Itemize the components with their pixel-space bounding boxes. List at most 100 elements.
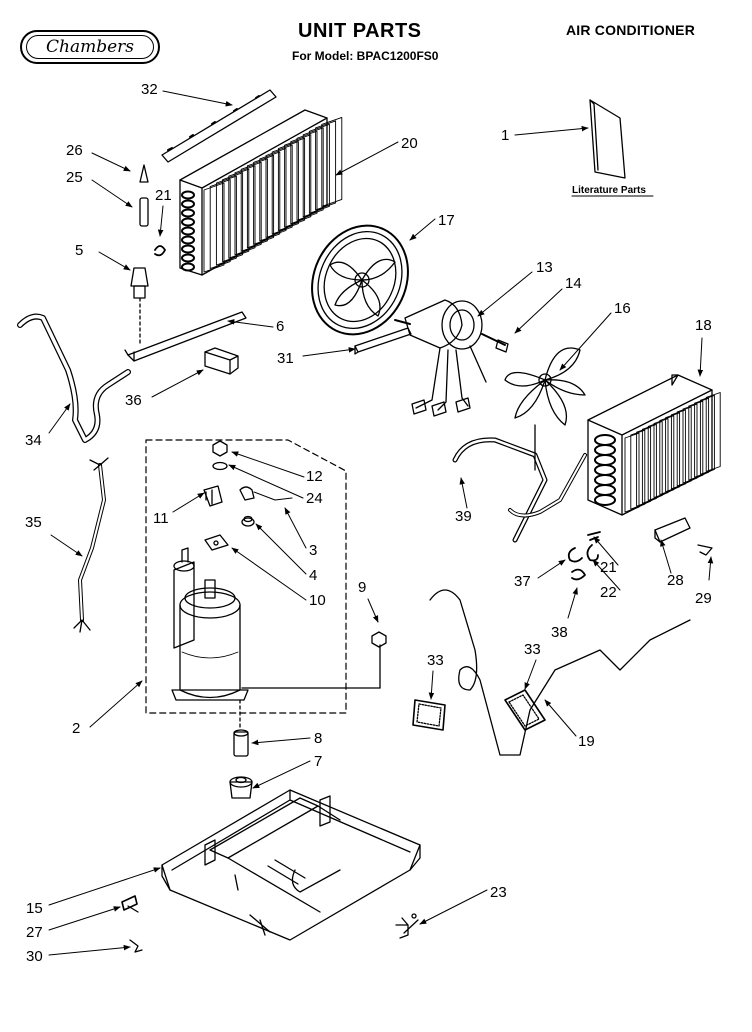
return-bend [181, 235, 195, 245]
callout-36: 36 [125, 392, 142, 409]
callout-39: 39 [455, 508, 472, 525]
condenser-coil [179, 109, 343, 276]
callout-20: 20 [401, 135, 418, 152]
coil-fin [271, 144, 293, 235]
callout-21-top: 21 [155, 187, 172, 204]
coil-fin [647, 421, 663, 501]
fan-shroud [311, 224, 409, 336]
coil-fin [234, 165, 256, 256]
callout-35: 35 [25, 514, 42, 531]
return-bend [181, 190, 195, 200]
return-bend [594, 454, 616, 466]
coil-fin [296, 130, 318, 221]
callout-labels: 32 26 25 21 5 20 1 17 13 14 16 18 6 31 3… [25, 81, 712, 965]
coil-fin [676, 406, 692, 487]
callout-17: 17 [438, 212, 455, 229]
coil-fin [308, 123, 330, 214]
wedge-and-tab [654, 517, 713, 556]
fan-motor [394, 299, 509, 417]
return-bend [181, 199, 195, 209]
callout-18: 18 [695, 317, 712, 334]
callout-1: 1 [501, 127, 509, 144]
coil-fin [665, 412, 681, 493]
top-bracket-strip [161, 89, 277, 163]
filter-pads [412, 689, 546, 731]
coil-fin [290, 134, 312, 225]
foam-strip [354, 327, 412, 355]
return-bend [181, 217, 195, 227]
small-hardware [121, 895, 419, 953]
coil-fin [228, 168, 250, 259]
return-bend [594, 434, 616, 446]
callout-31: 31 [277, 350, 294, 367]
callout-30: 30 [26, 948, 43, 965]
tube-assembly [452, 424, 587, 543]
callout-6: 6 [276, 318, 284, 335]
chambers-logo: Chambers [20, 30, 160, 64]
callout-27: 27 [26, 924, 43, 941]
foam-block [204, 347, 239, 375]
coil-fin [253, 154, 275, 245]
callout-8: 8 [314, 730, 322, 747]
base-pan [161, 789, 421, 941]
callout-11: 11 [153, 510, 169, 527]
coil-fin [699, 394, 715, 475]
callout-37: 37 [514, 573, 531, 590]
return-bend [594, 444, 616, 456]
capillary-tube [429, 589, 691, 756]
callout-19: 19 [578, 733, 595, 750]
return-bend [594, 494, 616, 506]
return-bend [594, 474, 616, 486]
chambers-logo-text: Chambers [26, 35, 154, 59]
coil-fin [302, 127, 324, 218]
callout-15: 15 [26, 900, 43, 917]
coil-fin [670, 409, 686, 490]
coil-fin [222, 172, 244, 263]
callout-5: 5 [75, 242, 83, 259]
coil-fin [321, 117, 343, 207]
callout-33-left: 33 [427, 652, 444, 669]
callout-7: 7 [314, 753, 322, 770]
category-label: AIR CONDITIONER [566, 22, 695, 38]
callout-33-right: 33 [524, 641, 541, 658]
compressor-mounts [229, 729, 253, 799]
coil-fin [688, 400, 704, 481]
callout-12: 12 [306, 468, 323, 485]
coil-fin [641, 423, 657, 504]
callout-10: 10 [309, 592, 326, 609]
callout-24: 24 [306, 490, 323, 507]
return-bend [594, 484, 616, 496]
fan-blade [504, 347, 586, 426]
coil-fin [694, 397, 710, 478]
coil-fin [624, 432, 640, 513]
return-bend [181, 226, 195, 236]
base-gasket [124, 311, 247, 362]
callout-22: 22 [600, 584, 617, 601]
literature-parts-label: Literature Parts [572, 185, 646, 196]
return-bend [181, 208, 195, 218]
callout-9: 9 [358, 579, 366, 596]
coil-fin [246, 158, 268, 249]
clips [567, 531, 601, 581]
callout-38: 38 [551, 624, 568, 641]
drain-tube-inner [18, 314, 130, 442]
coil-fin [215, 175, 237, 266]
callout-21-right: 21 [600, 559, 617, 576]
coil-fin [659, 415, 675, 496]
coil-fin [636, 426, 652, 507]
callout-28: 28 [667, 572, 684, 589]
evaporator-coil [587, 374, 721, 516]
callout-3: 3 [309, 542, 317, 559]
coil-fin [682, 403, 698, 484]
coil-fin [630, 429, 646, 510]
callout-13: 13 [536, 259, 553, 276]
coil-fin [209, 179, 231, 269]
callout-32: 32 [141, 81, 158, 98]
callout-26: 26 [66, 142, 83, 159]
coil-fin [653, 418, 669, 498]
literature-booklet [589, 99, 626, 179]
callout-14: 14 [565, 275, 582, 292]
compressor-group-outline [145, 439, 347, 714]
coil-fin [277, 141, 299, 232]
